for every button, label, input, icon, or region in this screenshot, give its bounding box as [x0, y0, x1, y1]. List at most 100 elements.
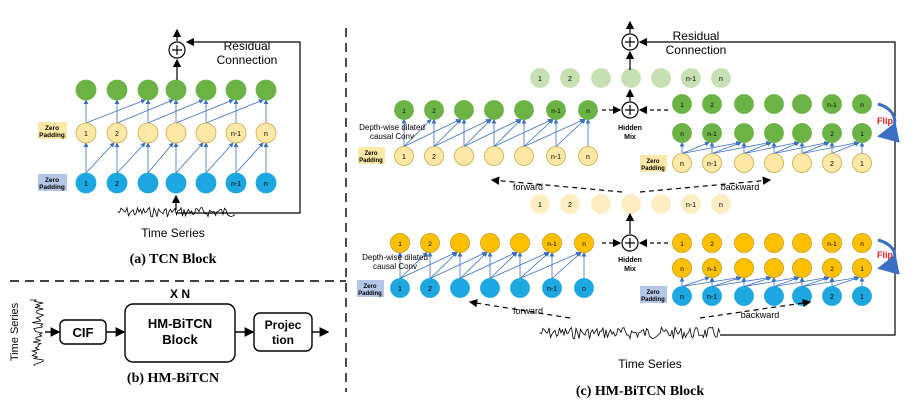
- bitcn-zero-padding-top-right: [640, 155, 667, 172]
- tcn-hidden-node: [106, 122, 128, 144]
- fwd-input-top-node-label: n-1: [551, 154, 561, 161]
- bwd-output-bottom-node-label: 2: [830, 266, 834, 273]
- bwd-output-bottom-flipped-node: [852, 233, 872, 253]
- fwd-output-bottom-node: [480, 233, 500, 253]
- tcn-input-node: [225, 172, 247, 194]
- fwd-input-bottom-node: [574, 278, 594, 298]
- hidden-mix-bottom-label-1: Hidden: [618, 257, 642, 264]
- svg-text:Zero: Zero: [646, 290, 659, 296]
- fwd-input-top-node-label: 1: [402, 154, 406, 161]
- bwd-input-top-node-label: 2: [830, 161, 834, 168]
- bitcn-time-series-wave: [539, 326, 721, 340]
- bitcn-residual-label: Residual: [673, 29, 720, 43]
- tcn-input-node-label: 1: [84, 181, 88, 188]
- backward-arrow-bottom: [699, 298, 812, 319]
- svg-text:Padding: Padding: [359, 158, 383, 164]
- dilated-conv-arrow: [205, 99, 264, 124]
- bwd-output-top-node: [702, 123, 722, 143]
- bitcn-zero-padding-bottom-right: [640, 286, 667, 303]
- bwd-output-top-flipped-node: [734, 94, 754, 114]
- tcn-input-node: [137, 172, 159, 194]
- bwd-output-bottom-flipped-node: [734, 233, 754, 253]
- bwd-output-top-node-label: 1: [860, 131, 864, 138]
- svg-text:Zero: Zero: [646, 159, 659, 165]
- dilated-conv-arrow: [399, 251, 428, 279]
- bwd-input-bottom-node: [822, 286, 842, 306]
- tcn-output-node: [195, 79, 217, 101]
- dilated-conv-arrow: [463, 118, 492, 147]
- mix-output-middle-node-label: n: [719, 202, 723, 209]
- bwd-input-top-node: [702, 153, 722, 173]
- bwd-output-bottom-node: [672, 258, 692, 278]
- tcn-hidden-node: [255, 122, 277, 144]
- fwd-input-top-node: [484, 146, 504, 166]
- bitcn-time-series-label: Time Series: [618, 357, 682, 371]
- tcn-zero-padding-top-l1: Zero: [45, 125, 59, 132]
- dw-conv-label-top-1: Depth-wise dilated: [359, 123, 425, 132]
- fwd-output-top-node-label: n: [586, 108, 590, 115]
- tcn-output-node: [225, 79, 247, 101]
- tcn-input-node: [165, 172, 187, 194]
- tcn-input-node-label: n-1: [231, 181, 241, 188]
- dilated-conv-arrow: [743, 276, 772, 287]
- dilated-conv-arrow: [551, 251, 582, 279]
- dilated-conv-arrow: [429, 251, 458, 279]
- bwd-output-bottom-node-label: n: [680, 266, 684, 273]
- tcn-input-node: [106, 172, 128, 194]
- bwd-input-bottom-node-label: 2: [830, 294, 834, 301]
- dilated-conv-arrow: [429, 252, 487, 279]
- fwd-input-bottom-node-label: n-1: [547, 286, 557, 293]
- fwd-input-top-node: [546, 146, 566, 166]
- pipeline: X N Time Series CIF HM-BiTCN Block Proje…: [9, 287, 330, 386]
- fwd-output-bottom-node-label: n-1: [547, 241, 557, 248]
- forward-arrow-bottom: [468, 298, 571, 319]
- dilated-conv-arrow: [459, 252, 517, 279]
- bwd-output-bottom-flipped-node-label: 2: [710, 241, 714, 248]
- fwd-input-top-node-label: n: [586, 154, 590, 161]
- tcn-connections: [83, 99, 269, 174]
- dw-conv-label-bottom-2: causal Conv: [373, 262, 417, 271]
- pipeline-time-series-label: Time Series: [9, 302, 21, 361]
- bwd-output-top-flipped-node: [702, 94, 722, 114]
- bwd-output-top-node-label: n-1: [707, 131, 717, 138]
- bwd-output-top-flipped-node: [764, 94, 784, 114]
- bwd-input-top-node-label: 1: [860, 161, 864, 168]
- dilated-conv-arrow: [773, 141, 800, 154]
- bwd-output-bottom-flipped-node: [702, 233, 722, 253]
- dilated-conv-arrow: [681, 275, 741, 287]
- mix-output-middle-node-label: 1: [538, 202, 542, 209]
- bwd-output-bottom-node: [764, 258, 784, 278]
- mix-output-middle-node: [621, 194, 641, 214]
- dilated-conv-arrow: [743, 141, 772, 154]
- svg-text:Zero: Zero: [364, 151, 377, 157]
- dw-conv-label-top-2: causal Conv: [370, 132, 414, 141]
- flip-label-bottom: Flip: [877, 250, 893, 260]
- tcn-hidden-node: [137, 122, 159, 144]
- bitcn-connections: [397, 118, 865, 287]
- bwd-output-top-node: [734, 123, 754, 143]
- tcn-output-node: [106, 79, 128, 101]
- dilated-conv-arrow: [801, 276, 830, 287]
- fwd-output-bottom-node: [390, 233, 410, 253]
- bwd-output-top-node: [852, 123, 872, 143]
- pipeline-caption: (b) HM-BiTCN: [127, 371, 219, 386]
- tcn-zero-padding-bottom-l1: Zero: [45, 177, 59, 184]
- tcn-hidden-node-label: n-1: [231, 131, 241, 138]
- fwd-input-bottom-node: [450, 278, 470, 298]
- backward-label-top: backward: [721, 182, 760, 192]
- tcn-hidden-node: [195, 122, 217, 144]
- dilated-conv-arrow: [205, 142, 234, 174]
- bwd-input-top-node-label: n: [680, 161, 684, 168]
- dilated-conv-arrow: [85, 99, 146, 124]
- dilated-conv-arrow: [681, 140, 741, 154]
- tcn-zero-padding-box-top: [38, 122, 67, 139]
- dilated-conv-arrow: [681, 141, 710, 154]
- forward-label-bottom: forward: [513, 306, 543, 316]
- bwd-output-top-flipped-node: [822, 94, 842, 114]
- bwd-output-top-node: [764, 123, 784, 143]
- bwd-input-bottom-node-label: n-1: [707, 294, 717, 301]
- pipeline-time-series-wave: [30, 299, 45, 367]
- fwd-output-bottom-node: [542, 233, 562, 253]
- fwd-input-bottom-node: [510, 278, 530, 298]
